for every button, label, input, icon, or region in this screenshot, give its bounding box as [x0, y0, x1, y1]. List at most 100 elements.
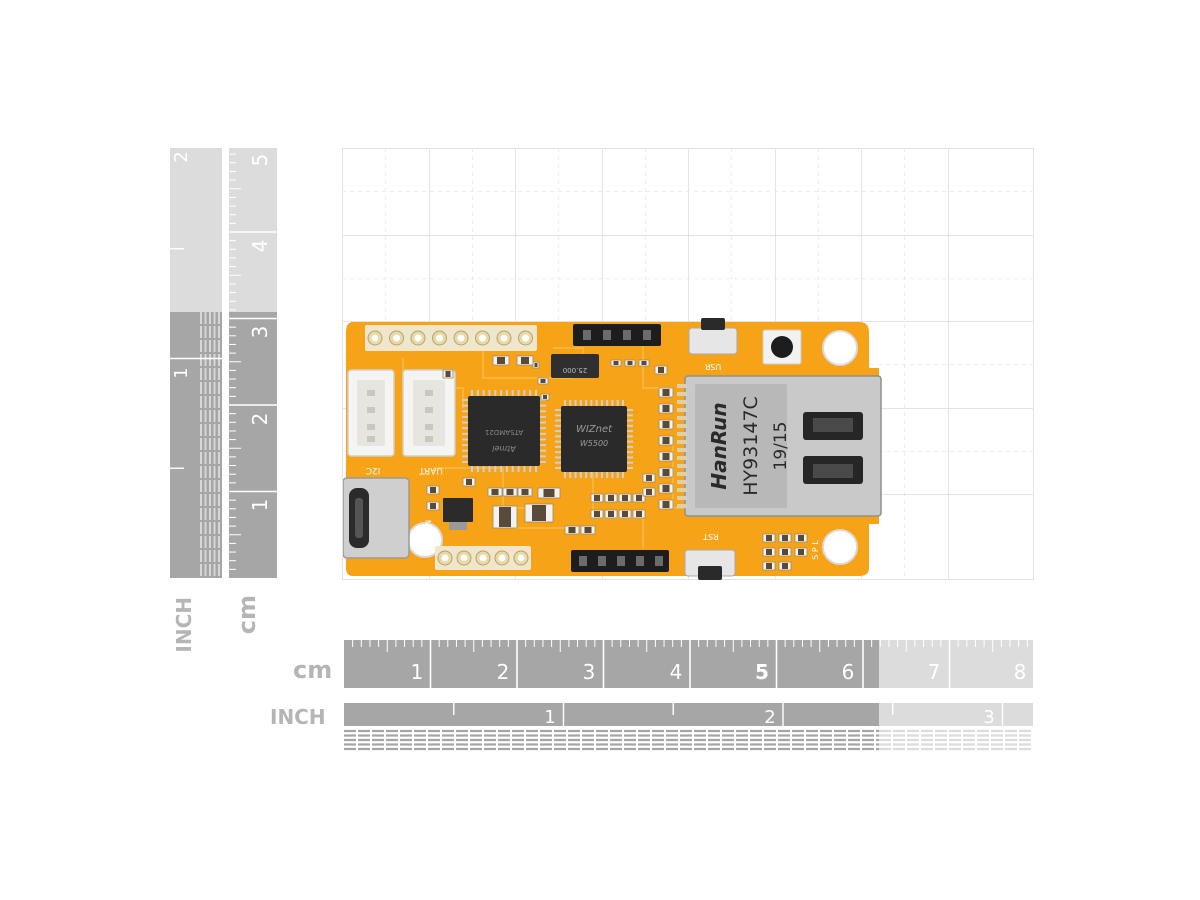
chip-pin	[627, 419, 633, 422]
chip-pin	[540, 444, 546, 447]
left-cm-label-2: 2	[248, 413, 272, 426]
smd-components	[426, 355, 808, 571]
smd-body	[521, 489, 529, 495]
smd-body	[534, 363, 538, 367]
rgb-led-lens	[771, 336, 793, 358]
left-cm-unit-label: cm	[233, 595, 261, 634]
chip-pin	[523, 390, 526, 396]
smd-body	[662, 389, 670, 396]
black-header-pin	[579, 556, 587, 566]
bottom-pad-hole	[517, 554, 525, 562]
chip-pin	[529, 466, 532, 472]
smd-body	[430, 487, 436, 493]
bottom-cm-label-8: 8	[1014, 660, 1027, 684]
chip-pin	[564, 400, 566, 406]
top-header-pads	[365, 325, 537, 351]
bottom-cm-label-5: 5	[755, 660, 769, 684]
chip-pin	[540, 461, 546, 463]
left-inch-ruler-light	[170, 148, 222, 312]
chip-pin	[590, 400, 593, 406]
smd-body	[641, 361, 647, 365]
rgb-led	[762, 329, 802, 365]
silk-rst-label: RST	[703, 532, 719, 541]
smd-body	[662, 405, 670, 412]
grove-connector-i2c: I2C	[347, 369, 395, 475]
top-pad-strip	[365, 325, 537, 351]
chip-pin	[616, 472, 619, 478]
silk-in-label: IN	[424, 520, 433, 528]
left-inch-ruler-dark	[170, 312, 222, 578]
ethernet-chip-text-1: WIZnet	[576, 424, 613, 435]
chip-pin	[476, 466, 479, 472]
bottom-cm-label-6: 6	[842, 660, 855, 684]
rj45-pin	[677, 496, 687, 500]
bottom-header-pads	[435, 546, 531, 570]
chip-pin	[579, 400, 582, 406]
chip-pin	[622, 400, 624, 406]
bottom-cm-label-4: 4	[670, 660, 683, 684]
black-header-pin	[583, 330, 591, 340]
left-cm-ruler-light	[229, 148, 277, 312]
usb-c-tongue	[355, 498, 363, 538]
chip-pin	[555, 409, 561, 411]
rj45-pin	[677, 384, 687, 388]
left-inch-label-1: 1	[171, 367, 192, 378]
black-header-pin	[623, 330, 631, 340]
smd-body	[506, 489, 514, 495]
ethernet-chip-text-2: W5500	[580, 439, 608, 448]
chip-pin	[462, 449, 468, 452]
bottom-inch-label-3: 3	[983, 707, 994, 728]
grove-uart-pins	[425, 390, 433, 442]
bottom-cm-label-3: 3	[583, 660, 596, 684]
chip-pin	[462, 438, 468, 441]
left-cm-ticks	[229, 153, 277, 570]
rj45-jack: HanRun HY93147C 19/15	[677, 375, 882, 517]
smd-body	[540, 379, 546, 383]
usr-button: USR	[688, 318, 738, 371]
top-pad-hole	[414, 334, 422, 342]
chip-pin	[595, 472, 598, 478]
left-cm-label-1: 1	[248, 499, 272, 512]
smd-body	[646, 489, 652, 495]
mcu-chip-text-2: Atmel	[491, 444, 516, 453]
smd-body	[491, 489, 499, 495]
chip-pin	[564, 472, 566, 478]
chip-pin	[627, 424, 633, 427]
smd-body	[636, 495, 642, 501]
usr-button-body	[688, 327, 738, 355]
chip-pin	[622, 472, 624, 478]
chip-pin	[595, 400, 598, 406]
left-rulers: 1 2 INCH 1 2 3 4 5 cm	[165, 145, 285, 665]
chip-pin	[555, 430, 561, 433]
smd-body	[521, 357, 529, 364]
bottom-cm-unit-label: cm	[293, 656, 332, 684]
chip-pin	[494, 390, 497, 396]
top-pad-hole	[371, 334, 379, 342]
top-black-header	[573, 324, 661, 346]
chip-pin	[540, 432, 546, 435]
smd-body	[646, 475, 652, 481]
smd-body	[766, 535, 772, 541]
rj45-pin	[677, 400, 687, 404]
bottom-black-header-pins	[579, 556, 663, 566]
chip-pin	[540, 455, 546, 458]
chip-pin	[471, 466, 473, 472]
top-pad-hole	[479, 334, 486, 342]
chip-pin	[569, 472, 572, 478]
smd-body	[662, 501, 670, 508]
rj45-date: 19/15	[771, 422, 791, 471]
chip-pin	[606, 472, 609, 478]
ethernet-chip-body	[561, 406, 627, 472]
smd-body	[445, 371, 451, 377]
chip-pin	[535, 466, 537, 472]
rst-button-cap	[698, 566, 722, 580]
mounting-holes	[407, 330, 858, 565]
left-inch-unit-label: INCH	[172, 597, 196, 653]
ethernet-chip-pins	[555, 400, 633, 478]
smd-body	[662, 421, 670, 428]
bottom-inch-ticks	[344, 703, 1033, 751]
smd-body	[497, 357, 505, 364]
bottom-inch-labels: 1 2 3	[544, 707, 994, 728]
left-cm-ruler-dark	[229, 312, 277, 578]
bottom-inch-label-2: 2	[764, 707, 775, 728]
